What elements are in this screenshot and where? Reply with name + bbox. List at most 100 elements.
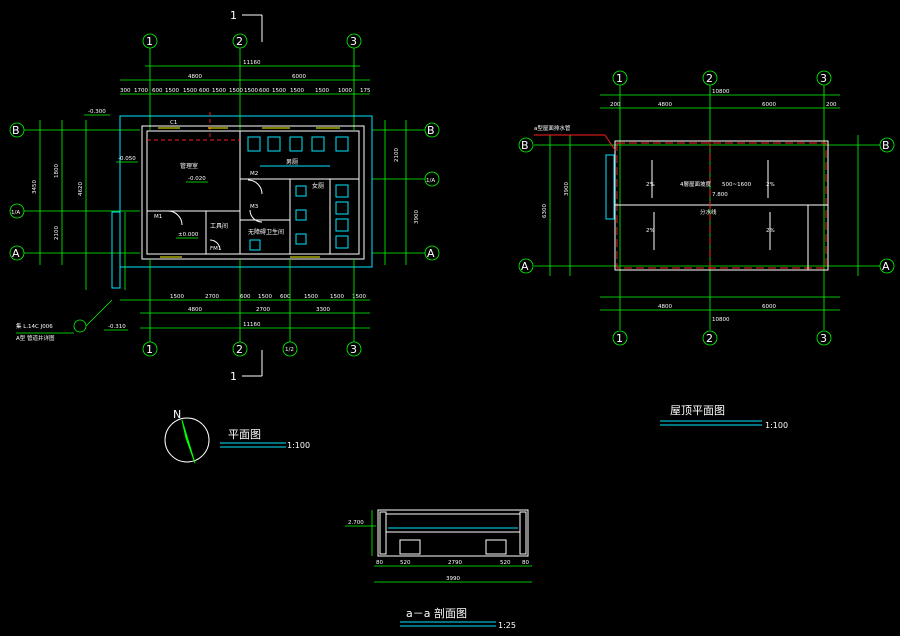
section-dim-total: 3990 <box>446 576 460 582</box>
plan-red-grid <box>147 112 240 141</box>
roof-axis-bottom-1: 1 <box>616 332 623 345</box>
svg-text:600: 600 <box>259 88 270 94</box>
roof-slope-4: 2% <box>766 228 775 234</box>
plan-scale: 1:100 <box>287 441 310 450</box>
roof-title: 屋顶平面图 <box>670 404 725 417</box>
roof-axis-top-1: 1 <box>616 72 623 85</box>
roof-plan: 1 2 3 10800 4800 6000 200 200 B A B A <box>518 70 895 430</box>
svg-text:2700: 2700 <box>205 294 219 300</box>
section-dim-0: 80 <box>376 560 383 566</box>
plan-axis-left-B: B <box>12 124 20 137</box>
plan-dims-top-detail: 300 1700 600 1500 1500 600 1500 1500 150… <box>120 88 371 94</box>
plan-plinth-outline <box>119 115 373 268</box>
plan-interior-walls <box>147 131 359 254</box>
plan-axis-bottom-1-2: 1/2 <box>285 347 294 353</box>
plan-axis-bottom-1: 1 <box>146 343 153 356</box>
section-dim-1: 520 <box>400 560 411 566</box>
plan-inner-wall <box>146 130 360 255</box>
plan-pipe-shaft <box>111 211 121 289</box>
svg-text:1000: 1000 <box>338 88 352 94</box>
plan-dims-bottom-detail: 1500 2700 600 1500 600 1500 1500 1500 <box>170 294 366 300</box>
plan-axis-left <box>9 120 140 290</box>
roof-axis-top-3: 3 <box>820 72 827 85</box>
plan-axis-right-B: B <box>427 124 435 137</box>
plan-door-swings <box>167 179 263 251</box>
svg-text:300: 300 <box>120 88 131 94</box>
plan-dim-overall-top: 11160 <box>243 60 261 66</box>
svg-text:1700: 1700 <box>134 88 148 94</box>
section-mark-top-label: 1 <box>230 9 237 22</box>
plan-dim-overall-bottom: 11160 <box>243 322 261 328</box>
door-M1: M1 <box>154 214 162 220</box>
plan-dim-left-1: 1800 <box>54 164 60 178</box>
roof-axis-left-A: A <box>521 260 529 273</box>
detail-note: 集 L.14C J006 <box>16 322 53 330</box>
roof-axis-right-B: B <box>882 139 890 152</box>
level-floor: ±0.000 <box>178 232 199 238</box>
roof-slope-arrows <box>651 160 771 250</box>
svg-text:1500: 1500 <box>330 294 344 300</box>
roof-dim-side-1: 3900 <box>564 182 570 196</box>
window-C1: C1 <box>170 120 177 126</box>
plan-dim-left-2: 2100 <box>54 226 60 240</box>
svg-text:1500: 1500 <box>212 88 226 94</box>
svg-text:600: 600 <box>199 88 210 94</box>
plan-axis-top-1: 1 <box>146 35 153 48</box>
plan-toilet-fixtures <box>247 136 349 251</box>
svg-text:600: 600 <box>280 294 291 300</box>
section-mark-bottom-label: 1 <box>230 370 237 383</box>
roof-ridge-label: 分水线 <box>700 208 717 216</box>
roof-dim-top-overall: 10800 <box>712 89 730 95</box>
roof-axis-left-B: B <box>521 139 529 152</box>
section-scale: 1:25 <box>498 621 516 630</box>
level-mid: -0.050 <box>118 156 136 162</box>
plan-outer-wall <box>141 125 365 260</box>
plan-dim-right-1: 3900 <box>414 210 420 224</box>
room-manager: 管理室 <box>180 162 198 170</box>
svg-text:1500: 1500 <box>165 88 179 94</box>
level-room: -0.020 <box>188 176 206 182</box>
plan-axis-left-A: A <box>12 247 20 260</box>
roof-note-top: a型屋面排水管 <box>534 124 571 132</box>
section-mark-top <box>242 14 263 42</box>
svg-text:1500: 1500 <box>315 88 329 94</box>
section-dim-3: 520 <box>500 560 511 566</box>
plan-title: 平面图 <box>228 428 261 441</box>
section-detail: 2.700 80 520 2790 520 80 3990 a－a 剖面图 1:… <box>345 509 532 630</box>
plan-axis-top-3: 3 <box>350 35 357 48</box>
svg-text:1500: 1500 <box>352 294 366 300</box>
roof-axis-bottom-3: 3 <box>820 332 827 345</box>
section-dims <box>374 565 532 583</box>
plan-dim-left-3: 4620 <box>78 182 84 196</box>
section-dim-2: 2790 <box>448 560 462 566</box>
plan-level-top: -0.300 <box>88 109 106 115</box>
roof-dim-top-span-1: 4800 <box>658 102 672 108</box>
plan-dim-left-0: 3450 <box>32 180 38 194</box>
plan-axis-top-2: 2 <box>236 35 243 48</box>
svg-text:1500: 1500 <box>229 88 243 94</box>
plan-dim-right-0: 2100 <box>394 148 400 162</box>
section-title: a－a 剖面图 <box>406 606 467 620</box>
roof-dim-side-0: 6300 <box>542 204 548 218</box>
level-out: -0.310 <box>108 324 126 330</box>
door-FM1: FM1 <box>210 246 221 252</box>
plan-axis-right <box>372 120 440 265</box>
svg-text:1500: 1500 <box>258 294 272 300</box>
plan-dim-span-1: 4800 <box>188 74 202 80</box>
roof-dim-edge-r: 200 <box>826 102 837 108</box>
door-M2: M2 <box>250 171 258 177</box>
svg-text:175: 175 <box>360 88 371 94</box>
roof-axis-right-A: A <box>882 260 890 273</box>
svg-text:1500: 1500 <box>244 88 258 94</box>
plan-axis-bottom <box>142 259 362 357</box>
roof-axis-top-2: 2 <box>706 72 713 85</box>
plan-axis-bottom-2: 2 <box>236 343 243 356</box>
roof-dim-bottom-span-1: 4800 <box>658 304 672 310</box>
plan-axis-right-1A: 1/A <box>426 178 435 184</box>
plan-axis-right-A: A <box>427 247 435 260</box>
svg-text:1500: 1500 <box>183 88 197 94</box>
roof-dim-top-span-2: 6000 <box>762 102 776 108</box>
svg-text:1500: 1500 <box>290 88 304 94</box>
